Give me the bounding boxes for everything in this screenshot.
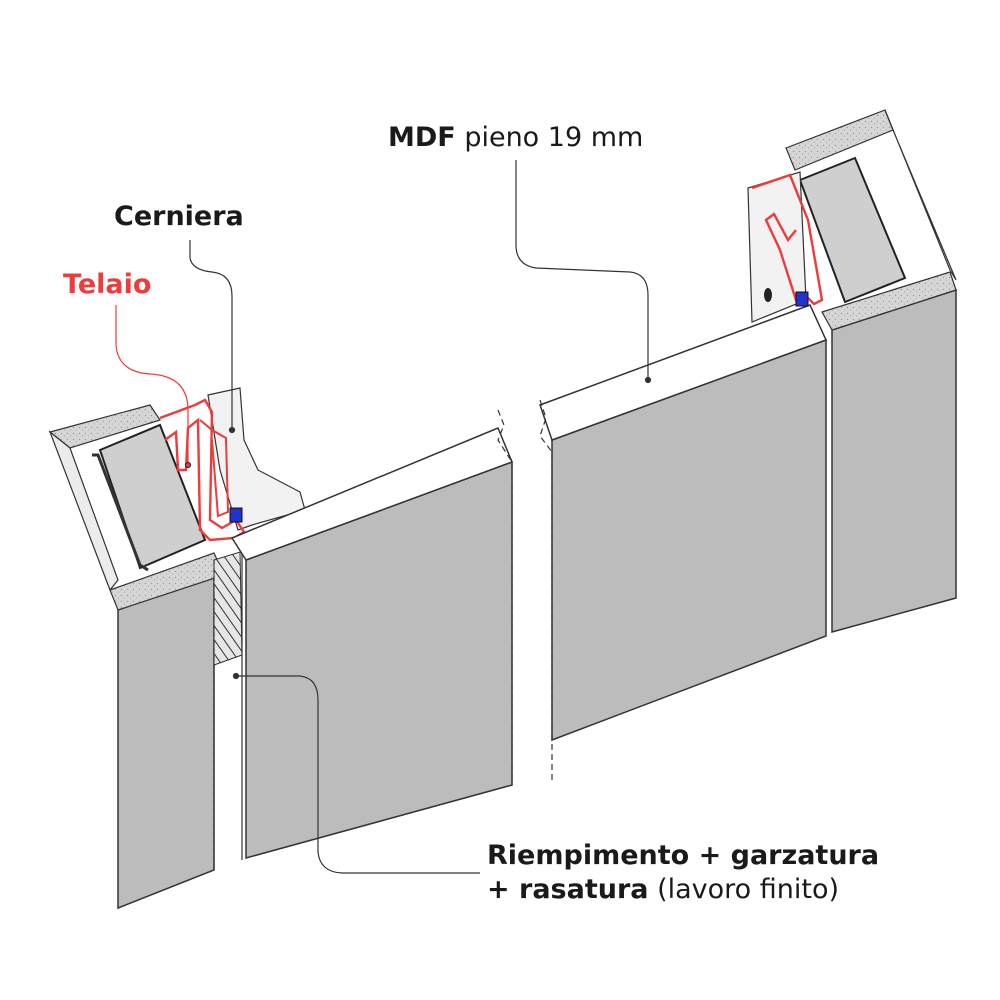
right-wall-side xyxy=(884,109,957,281)
cerniera-label: Cerniera xyxy=(114,201,244,232)
right-wall xyxy=(747,109,957,633)
finish-label-line1: Riempimento + garzatura xyxy=(487,840,880,871)
finish-label-line2: + rasatura (lavoro finito) xyxy=(487,876,839,903)
leader-cerniera-dot xyxy=(228,426,236,434)
right-wall-top xyxy=(785,109,894,171)
filling-hatched-strip xyxy=(213,551,243,666)
left-frame-profile-inner xyxy=(199,419,230,518)
break-line-right xyxy=(539,399,553,780)
telaio-label: Telaio xyxy=(63,269,152,300)
leader-mdf-dot xyxy=(644,376,652,384)
door-leaf-right-top xyxy=(539,304,828,441)
left-wall-insulation xyxy=(98,423,207,570)
mdf-label: MDF pieno 19 mm xyxy=(388,124,643,151)
mdf-label-regular: pieno 19 mm xyxy=(455,122,644,153)
left-wall-side xyxy=(48,430,119,592)
left-frame-jamb-gray xyxy=(207,387,306,531)
leader-filling xyxy=(236,675,480,874)
right-wall-face xyxy=(831,288,957,633)
left-wall xyxy=(48,404,225,910)
right-gasket xyxy=(795,291,809,307)
leader-telaio-dot xyxy=(184,461,192,469)
finish-label-line2-regular: (lavoro finito) xyxy=(648,874,840,905)
break-line-left xyxy=(497,409,513,785)
left-wall-bracket xyxy=(92,453,149,572)
leader-lines xyxy=(115,160,652,874)
right-hinge-hole xyxy=(764,288,772,302)
door-leaf xyxy=(230,304,828,859)
leader-cerniera xyxy=(189,240,233,430)
finish-label-line2-bold: + rasatura xyxy=(487,874,649,905)
leader-telaio xyxy=(115,305,189,465)
right-wall-top-lower xyxy=(821,271,957,331)
leader-mdf xyxy=(515,160,649,380)
right-wall-insulation xyxy=(798,156,907,304)
mdf-label-bold: MDF xyxy=(388,122,456,153)
left-wall-face xyxy=(117,573,215,910)
leader-filling-dot xyxy=(232,672,240,680)
door-leaf-left-top xyxy=(230,427,513,561)
left-gasket xyxy=(229,507,243,523)
